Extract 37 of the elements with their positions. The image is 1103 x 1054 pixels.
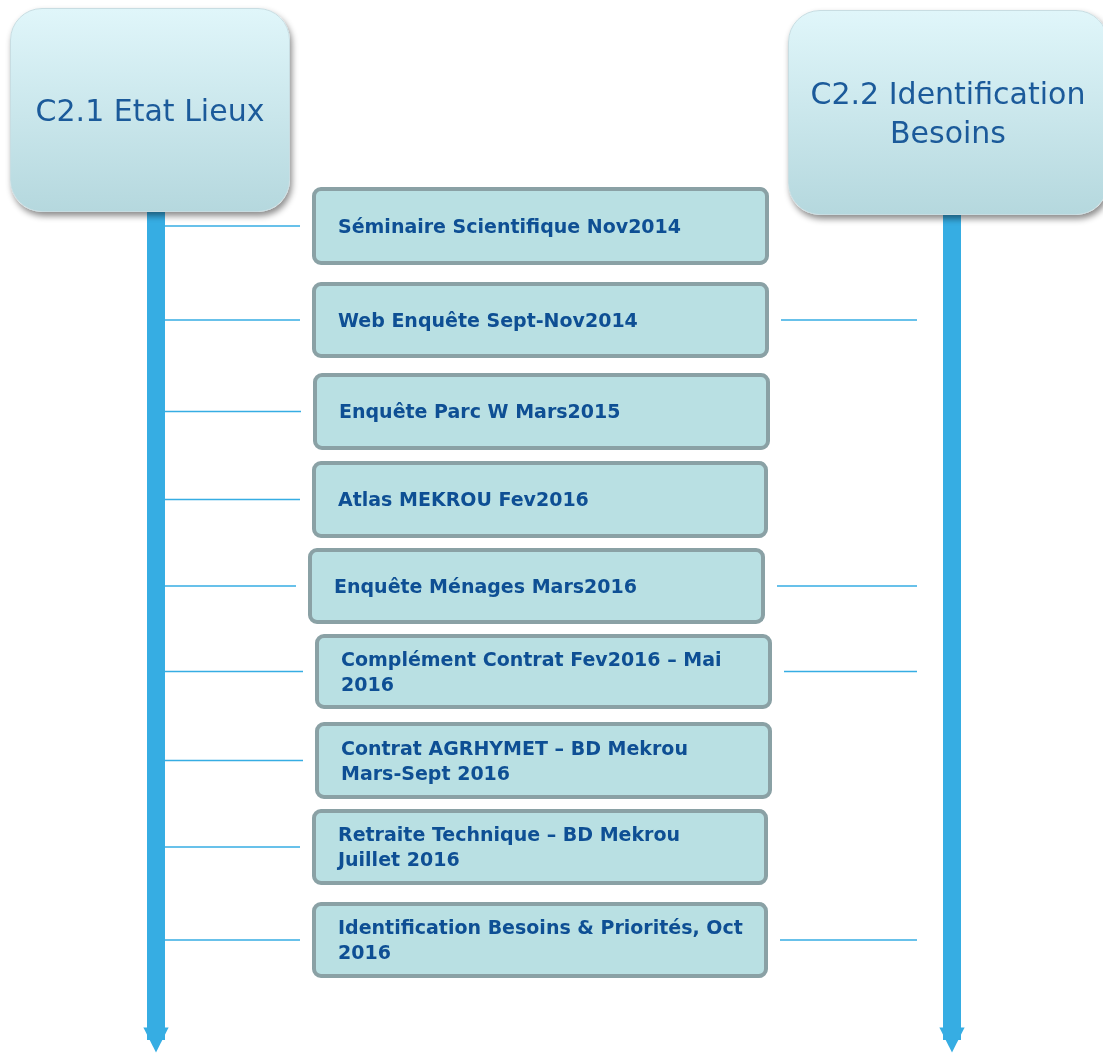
event-box — [315, 634, 772, 709]
timeline-arrow — [939, 215, 965, 1053]
connector-line — [779, 939, 918, 941]
event-box — [312, 809, 768, 885]
connector-line — [164, 759, 304, 762]
phase-title: C2.1 Etat Lieux — [35, 91, 265, 130]
event-box — [312, 902, 768, 978]
event-label: Identification Besoins & Priorités, Oct 2016 — [338, 915, 744, 965]
event-label: Web Enquête Sept-Nov2014 — [338, 307, 638, 333]
connector-line — [164, 939, 301, 941]
event-box — [308, 548, 765, 624]
event-box — [315, 722, 772, 799]
phase-title: C2.2 Identification Besoins — [809, 74, 1087, 152]
phase-box — [788, 10, 1103, 215]
event-label: Atlas MEKROU Fev2016 — [338, 487, 589, 512]
connector-line — [164, 585, 297, 587]
timeline-arrow — [143, 212, 169, 1053]
connector-line — [164, 498, 301, 501]
connector-line — [164, 846, 301, 848]
event-box — [312, 461, 768, 538]
phase-box — [10, 8, 290, 212]
event-label: Contrat AGRHYMET – BD Mekrou Mars-Sept 2016 — [341, 735, 689, 786]
event-label: Retraite Technique – BD Mekrou Juillet 2016 — [338, 822, 682, 872]
connector-line — [780, 319, 918, 321]
event-box — [313, 373, 770, 450]
connector-line — [164, 670, 304, 673]
connector-line — [783, 670, 918, 673]
event-box — [312, 282, 769, 358]
event-box — [312, 187, 769, 265]
event-label: Séminaire Scientifique Nov2014 — [338, 213, 681, 239]
connector-line — [164, 319, 301, 321]
connector-line — [776, 585, 918, 587]
event-label: Complément Contrat Fev2016 – Mai 2016 — [341, 646, 723, 697]
event-label: Enquête Parc W Mars2015 — [339, 399, 621, 424]
connector-line — [164, 225, 301, 227]
event-label: Enquête Ménages Mars2016 — [334, 573, 637, 599]
connector-line — [164, 410, 302, 413]
